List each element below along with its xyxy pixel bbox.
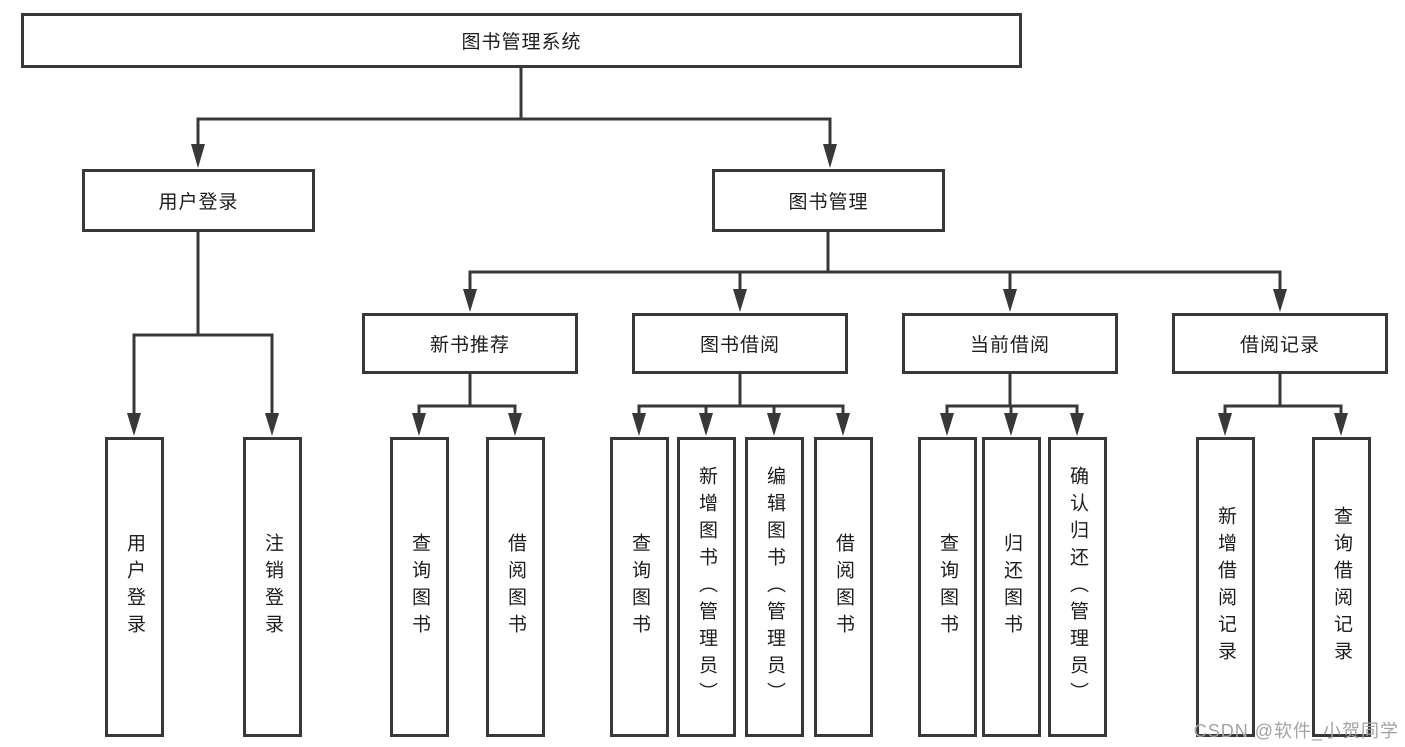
leaf-add-borrow-record: 新增借阅记录 xyxy=(1196,437,1255,737)
leaf-query-books-current: 查询图书 xyxy=(918,437,977,737)
node-label: 用户登录 xyxy=(158,192,239,213)
node-book-borrowing: 图书借阅 xyxy=(632,313,848,374)
node-library-management-system: 图书管理系统 xyxy=(21,13,1022,68)
node-label: 借阅记录 xyxy=(1239,335,1320,356)
node-label: 新书推荐 xyxy=(429,335,510,356)
leaf-logout: 注销登录 xyxy=(243,437,302,737)
leaf-query-books-borrowing: 查询图书 xyxy=(610,437,669,737)
leaf-label: 查询图书 xyxy=(629,533,650,641)
leaf-label: 新增借阅记录 xyxy=(1215,506,1236,668)
node-label: 图书管理 xyxy=(788,192,869,213)
leaf-label: 归还图书 xyxy=(1001,533,1022,641)
leaf-label: 编辑图书（管理员） xyxy=(764,465,785,709)
node-book-management: 图书管理 xyxy=(712,169,945,232)
node-label: 图书管理系统 xyxy=(461,32,582,53)
leaf-label: 注销登录 xyxy=(262,533,283,641)
leaf-query-books-recommend: 查询图书 xyxy=(390,437,449,737)
leaf-label: 借阅图书 xyxy=(833,533,854,641)
leaf-borrow-books-recommend: 借阅图书 xyxy=(486,437,545,737)
arrowhead-icons xyxy=(127,144,1348,436)
node-borrowing-records: 借阅记录 xyxy=(1172,313,1388,374)
leaf-borrow-books: 借阅图书 xyxy=(814,437,873,737)
node-new-book-recommend: 新书推荐 xyxy=(362,313,578,374)
leaf-label: 用户登录 xyxy=(124,533,145,641)
leaf-label: 查询借阅记录 xyxy=(1331,506,1352,668)
leaf-label: 查询图书 xyxy=(937,533,958,641)
leaf-confirm-return-admin: 确认归还（管理员） xyxy=(1048,437,1107,737)
leaf-label: 确认归还（管理员） xyxy=(1067,465,1088,709)
node-user-login: 用户登录 xyxy=(82,169,315,232)
leaf-edit-books-admin: 编辑图书（管理员） xyxy=(745,437,804,737)
leaf-label: 新增图书（管理员） xyxy=(696,465,717,709)
node-current-borrowing: 当前借阅 xyxy=(902,313,1118,374)
leaf-add-books-admin: 新增图书（管理员） xyxy=(677,437,736,737)
leaf-label: 查询图书 xyxy=(409,533,430,641)
leaf-query-borrow-record: 查询借阅记录 xyxy=(1312,437,1371,737)
leaf-label: 借阅图书 xyxy=(505,533,526,641)
leaf-return-books: 归还图书 xyxy=(982,437,1041,737)
node-label: 图书借阅 xyxy=(699,335,780,356)
node-label: 当前借阅 xyxy=(969,335,1050,356)
leaf-user-login: 用户登录 xyxy=(105,437,164,737)
